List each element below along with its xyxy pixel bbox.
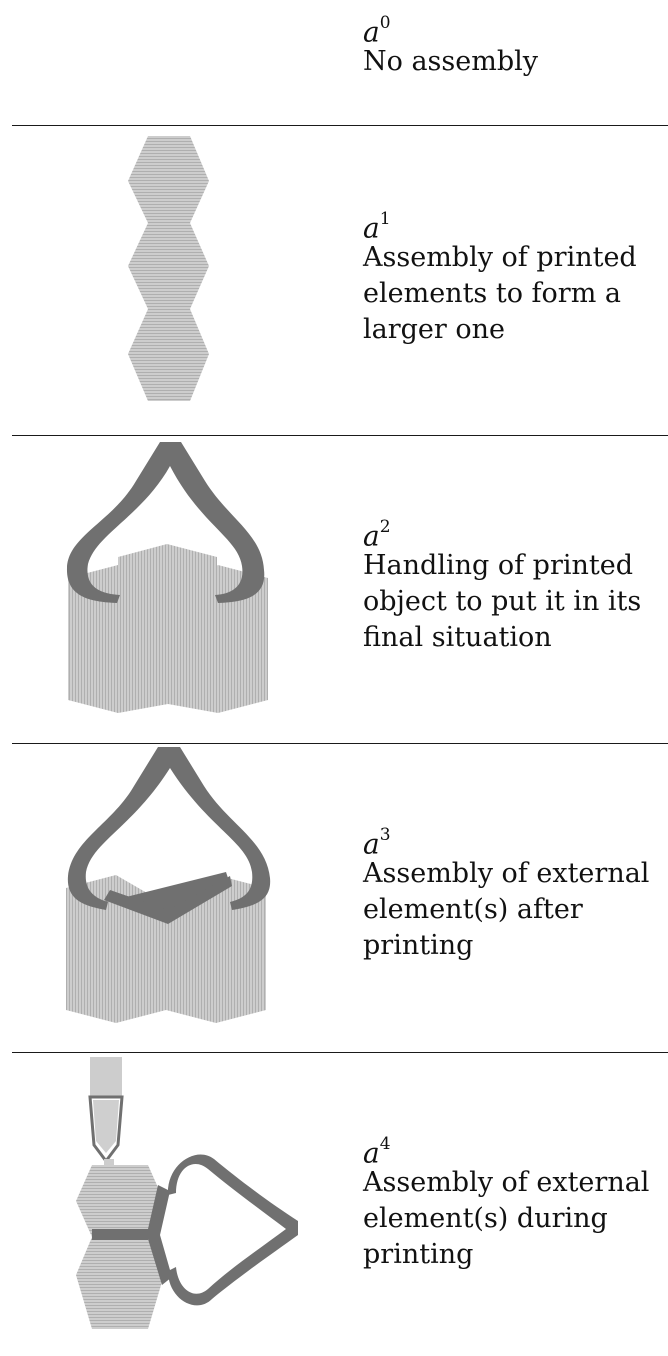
printed-element-top — [128, 136, 209, 223]
row-a4-label: a4 Assembly of external element(s) durin… — [363, 1129, 649, 1273]
external-element — [106, 872, 230, 914]
row-a2-symbol: a2 — [363, 517, 391, 553]
row-a2-label: a2 Handling of printed object to put it … — [363, 512, 641, 656]
external-element-after-printing-illustration — [66, 747, 271, 1023]
row-a4: a4 Assembly of external element(s) durin… — [0, 1053, 668, 1356]
printed-element-bottom — [76, 1237, 164, 1329]
row-a3-description: Assembly of external element(s) after pr… — [363, 858, 650, 961]
row-a1-description: Assembly of printed elements to form a l… — [363, 242, 637, 345]
divider-3 — [12, 743, 668, 744]
row-a0-symbol: a0 — [363, 13, 391, 49]
external-element-v — [104, 876, 232, 924]
row-a0: a0 No assembly — [0, 0, 668, 126]
external-element-y — [148, 1185, 172, 1285]
divider-4 — [12, 1052, 668, 1053]
row-a1-label: a1 Assembly of printed elements to form … — [363, 204, 637, 348]
row-a3: a3 Assembly of external element(s) after… — [0, 744, 668, 1052]
printed-element-middle — [128, 223, 209, 309]
row-a3-label: a3 Assembly of external element(s) after… — [363, 820, 649, 964]
stacked-printed-elements-illustration — [128, 136, 209, 401]
row-a0-description: No assembly — [363, 46, 539, 77]
external-element-bar — [92, 1229, 148, 1240]
divider-1 — [12, 125, 668, 126]
base-element-right — [166, 875, 266, 1023]
gripper-icon — [67, 747, 271, 910]
row-a2: a2 Handling of printed object to put it … — [0, 436, 668, 744]
gripper-icon — [167, 1154, 298, 1306]
divider-2 — [12, 435, 668, 436]
printed-element-bottom — [128, 309, 209, 401]
row-a3-symbol: a3 — [363, 825, 391, 861]
row-a2-description: Handling of printed object to put it in … — [363, 550, 642, 653]
gripper-icon — [66, 442, 265, 603]
printed-element-top — [76, 1165, 164, 1237]
row-a1: a1 Assembly of printed elements to form … — [0, 126, 668, 436]
gripper-handling-illustration — [66, 442, 268, 713]
row-a1-symbol: a1 — [363, 209, 391, 245]
handled-element — [118, 544, 217, 621]
row-a4-description: Assembly of external element(s) during p… — [363, 1167, 650, 1270]
row-a4-symbol: a4 — [363, 1134, 391, 1170]
deposited-filament — [104, 1159, 114, 1165]
external-element-during-printing-illustration — [76, 1057, 298, 1329]
row-a0-label: a0 No assembly — [363, 8, 538, 80]
print-head-body — [90, 1057, 122, 1097]
